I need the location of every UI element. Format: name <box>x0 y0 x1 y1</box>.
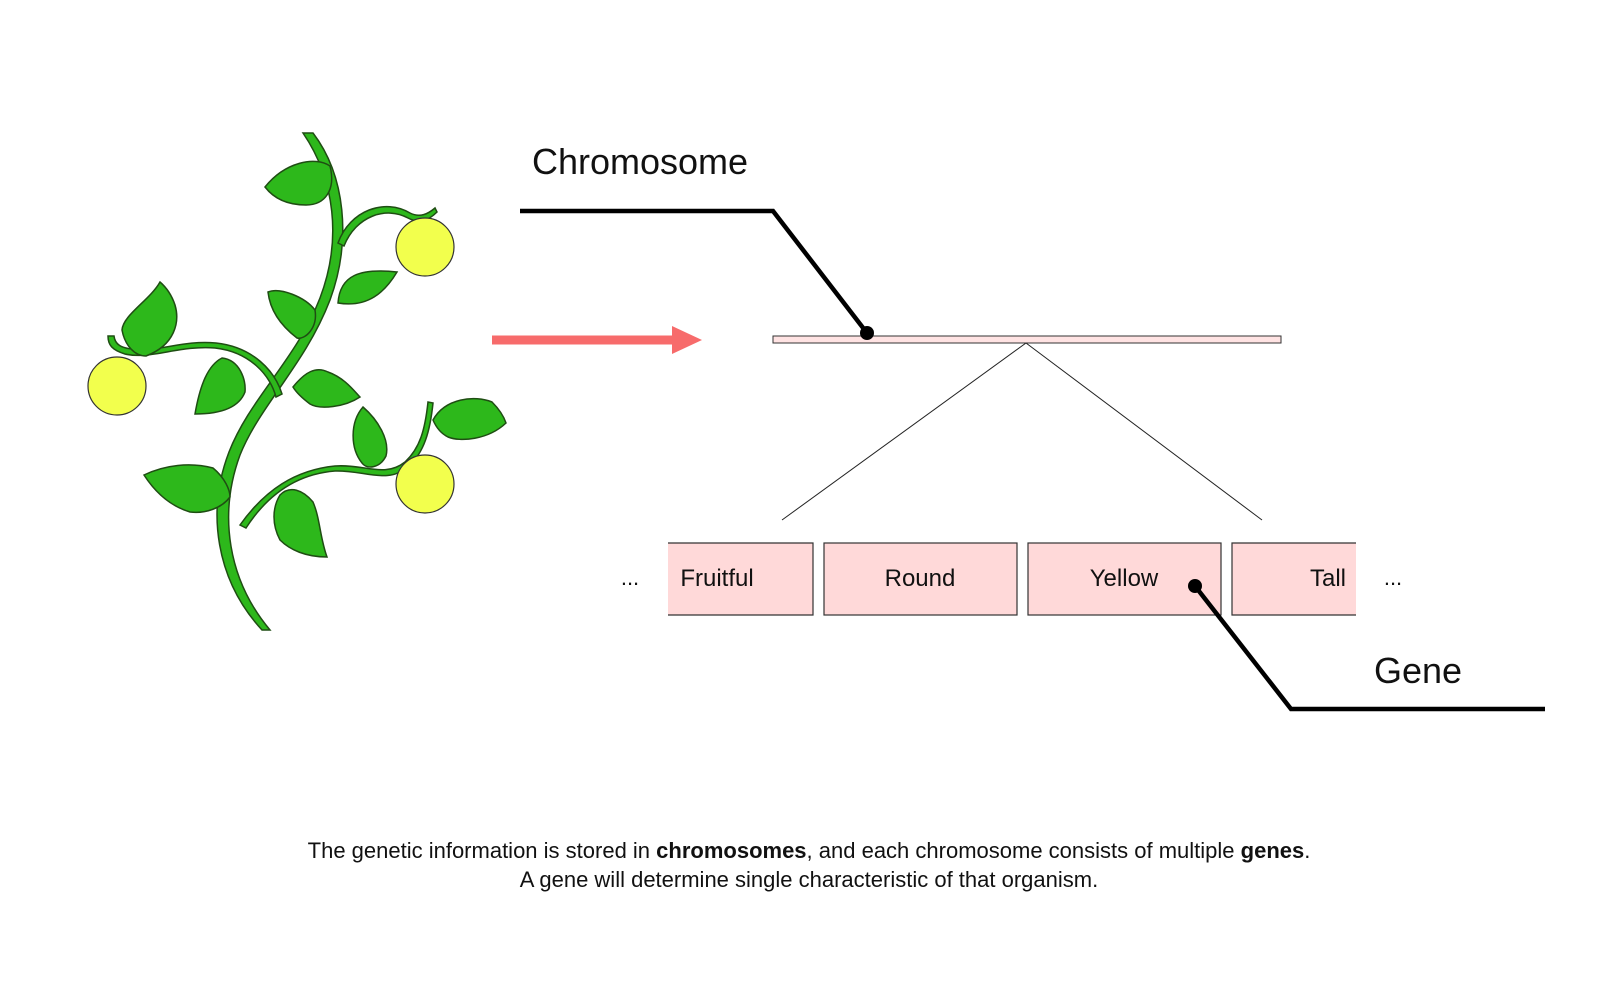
caption-text: The genetic information is stored in <box>307 838 657 863</box>
gene-ellipsis-left: ... <box>621 565 639 590</box>
right-arrow-icon <box>492 326 702 354</box>
caption-text: . <box>1304 838 1311 863</box>
plant-leaf <box>194 357 246 415</box>
plant-leaf <box>337 270 399 305</box>
gene-box: Yellow <box>1027 542 1222 616</box>
plant-leaf <box>273 488 329 558</box>
gene-pointer-line <box>1193 584 1545 712</box>
chromosome-pointer-line <box>520 208 869 335</box>
caption-line-1: The genetic information is stored in chr… <box>0 836 1618 865</box>
gene-label: Fruitful <box>680 565 753 592</box>
gene-box: Tall <box>1231 542 1356 616</box>
caption-line-2: A gene will determine single characteris… <box>519 867 1099 892</box>
gene-box: Fruitful <box>668 542 814 616</box>
plant-leaf <box>264 160 333 206</box>
gene-ellipsis-right: ... <box>1384 565 1402 590</box>
plant-leaf <box>432 397 507 441</box>
plant-leaf <box>352 405 388 468</box>
plant-leaf <box>142 464 231 514</box>
caption-bold-chromosomes: chromosomes <box>656 838 807 863</box>
plant-illustration <box>87 132 507 631</box>
gene-label: Round <box>885 565 956 592</box>
chromosome-bar <box>772 335 1282 344</box>
plant-leaf <box>267 290 317 339</box>
plant-branch-upper-right <box>337 205 438 248</box>
zoom-line-right <box>1025 342 1263 521</box>
caption: The genetic information is stored in chr… <box>0 836 1618 894</box>
caption-bold-genes: genes <box>1240 838 1305 863</box>
chromosome-pointer-dot <box>860 326 874 340</box>
gene-label: Yellow <box>1090 565 1159 592</box>
plant-fruit <box>87 356 147 416</box>
plant-main-stem <box>216 132 344 631</box>
zoom-line-left <box>781 342 1027 521</box>
gene-box: Round <box>823 542 1018 616</box>
plant-fruit <box>395 454 455 514</box>
caption-text: , and each chromosome consists of multip… <box>806 838 1241 863</box>
gene-label-title: Gene <box>1374 650 1462 691</box>
plant-fruit <box>395 217 455 277</box>
chromosome-label: Chromosome <box>532 141 748 182</box>
plant-leaf <box>121 280 178 357</box>
gene-label: Tall <box>1310 565 1346 592</box>
gene-pointer-dot <box>1188 579 1202 593</box>
plant-leaf <box>292 368 362 408</box>
plant-branch-lower-right <box>238 401 434 529</box>
